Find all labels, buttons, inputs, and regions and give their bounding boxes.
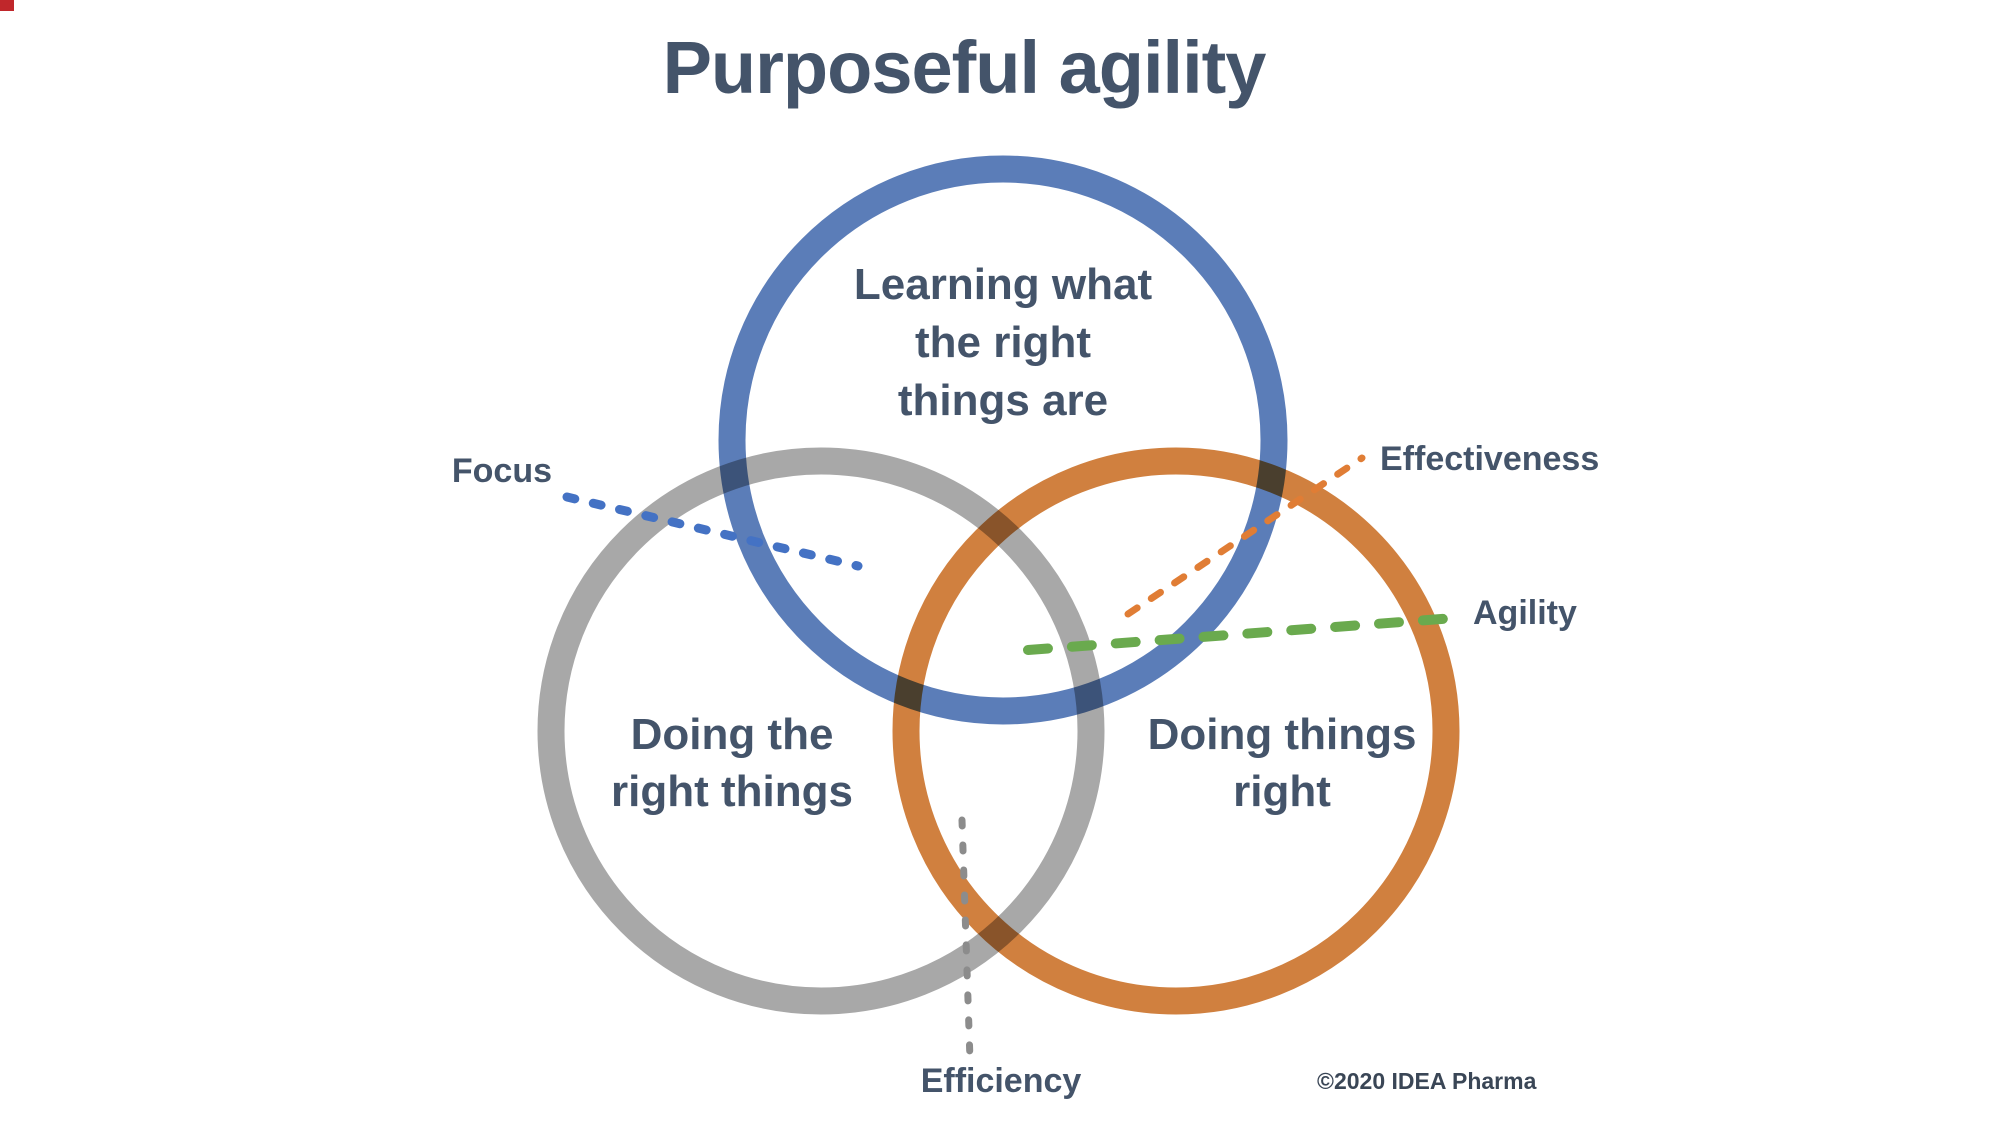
efficiency-leader-line [958,816,974,1064]
callout-label-efficiency: Efficiency [920,1062,1082,1100]
screen-corner-artifact [0,0,14,11]
effectiveness-leader-line [1124,454,1366,618]
circle-learning [718,155,1288,725]
page-title: Purposeful agility [662,26,1267,109]
callout-label-focus: Focus [451,452,552,490]
circle-doing-the-right-things [537,447,1105,1015]
circle-label-learning: Learning what the right things are [853,260,1153,425]
circle-label-doing-the-right-things: Doing the right things [611,710,853,816]
focus-leader-line [562,492,863,571]
agility-leader-line [1023,613,1460,655]
circle-label-doing-things-right: Doing things right [1147,710,1417,816]
callout-label-agility: Agility [1473,594,1577,632]
circle-doing-things-right [892,447,1460,1015]
callout-label-effectiveness: Effectiveness [1380,440,1600,478]
copyright-notice: ©2020 IDEA Pharma [1317,1068,1537,1094]
